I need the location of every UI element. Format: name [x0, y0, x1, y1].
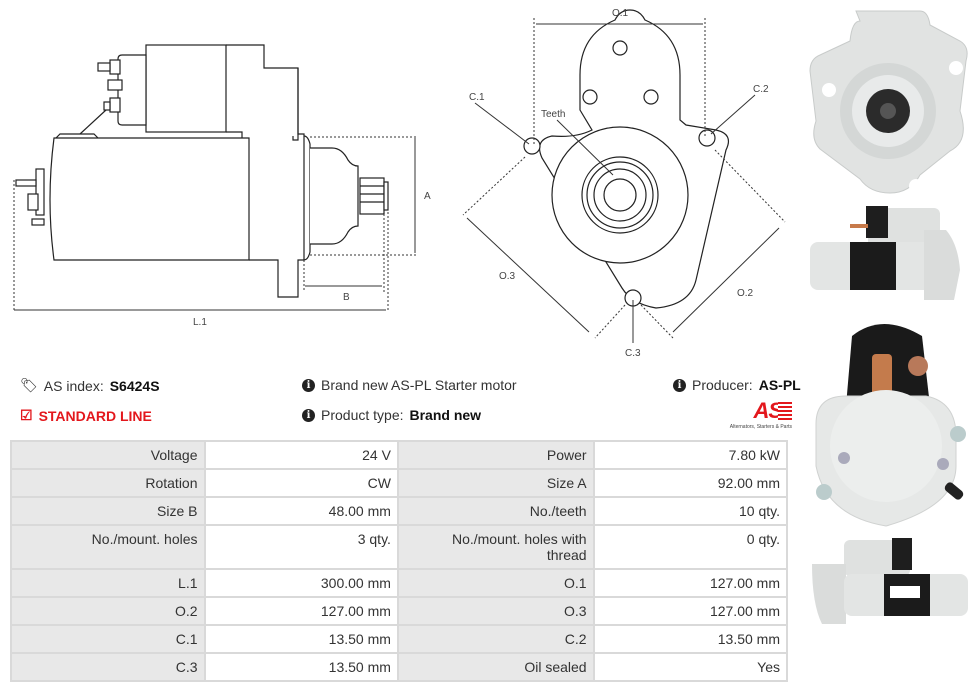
pinion: [359, 177, 385, 215]
table-row: L.1 300.00 mm O.1 127.00 mm: [10, 568, 789, 598]
dim-label-o1: O.1: [612, 8, 629, 19]
spec-value: 10 qty.: [592, 496, 789, 526]
spec-key: O.2: [10, 596, 206, 626]
tags-icon: 🏷: [20, 377, 38, 393]
spec-key: Size B: [10, 496, 206, 526]
solenoid-body: [145, 44, 227, 133]
check-square-icon: ☑: [20, 407, 33, 423]
product-type: i Product type: Brand new: [302, 407, 481, 423]
table-row: Rotation CW Size A 92.00 mm: [10, 468, 789, 498]
info-circle-icon: i: [302, 378, 315, 392]
spec-key: Rotation: [10, 468, 206, 498]
producer: i Producer: AS-PL: [673, 377, 801, 393]
spec-value: 127.00 mm: [592, 596, 789, 626]
spec-key: No./mount. holes: [10, 524, 206, 570]
side-view-drawing: A B L.1: [13, 44, 431, 328]
spec-value: 300.00 mm: [203, 568, 399, 598]
as-index: 🏷 AS index: S6424S: [20, 377, 160, 394]
dim-label-b: B: [343, 292, 350, 303]
product-type-label: Product type:: [321, 407, 404, 423]
spec-key: No./teeth: [396, 496, 595, 526]
motor-body: [49, 137, 250, 261]
table-row: Size B 48.00 mm No./teeth 10 qty.: [10, 496, 789, 526]
as-index-value: S6424S: [109, 377, 160, 394]
spec-key: Oil sealed: [396, 652, 595, 682]
spec-value: 0 qty.: [592, 524, 789, 570]
product-photo-side-right[interactable]: [806, 536, 970, 626]
description: i Brand new AS-PL Starter motor: [302, 377, 517, 393]
logo-tagline: Alternators, Starters & Parts: [729, 424, 792, 430]
producer-label: Producer:: [692, 377, 753, 393]
dim-label-c1: C.1: [469, 92, 485, 103]
as-index-label: AS index:: [43, 377, 104, 394]
standard-line-badge: ☑ STANDARD LINE: [20, 407, 152, 424]
spec-key: C.3: [10, 652, 206, 682]
spec-key: No./mount. holes with thread: [396, 524, 595, 570]
dim-label-c2: C.2: [753, 84, 769, 95]
info-circle-icon: i: [302, 408, 315, 422]
solenoid-cap: [117, 54, 147, 126]
spec-key: O.1: [396, 568, 595, 598]
spec-table: Voltage 24 V Power 7.80 kW Rotation CW S…: [10, 440, 789, 682]
spec-key: O.3: [396, 596, 595, 626]
standard-line-label: STANDARD LINE: [38, 407, 152, 424]
dim-label-l1: L.1: [193, 317, 207, 328]
spec-value: 13.50 mm: [592, 624, 789, 654]
spec-value: 92.00 mm: [592, 468, 789, 498]
spec-value: 127.00 mm: [203, 596, 399, 626]
info-circle-icon: i: [673, 378, 686, 392]
product-photo-side-left[interactable]: [806, 200, 970, 310]
spec-key: C.2: [396, 624, 595, 654]
spec-key: L.1: [10, 568, 206, 598]
table-row: O.2 127.00 mm O.3 127.00 mm: [10, 596, 789, 626]
spec-value: 127.00 mm: [592, 568, 789, 598]
spec-value: 48.00 mm: [203, 496, 399, 526]
as-pl-logo: AS Alternators, Starters & Parts: [712, 398, 792, 432]
spec-key: Voltage: [10, 440, 206, 470]
dim-label-c3: C.3: [625, 348, 641, 359]
product-type-value: Brand new: [409, 407, 482, 423]
table-row: No./mount. holes 3 qty. No./mount. holes…: [10, 524, 789, 570]
table-row: C.1 13.50 mm C.2 13.50 mm: [10, 624, 789, 654]
spec-value: 7.80 kW: [592, 440, 789, 470]
spec-key: Size A: [396, 468, 595, 498]
spec-value: CW: [203, 468, 399, 498]
spec-value: Yes: [592, 652, 789, 682]
dim-label-o2: O.2: [737, 288, 754, 299]
product-photo-rear[interactable]: [806, 316, 970, 528]
spec-value: 24 V: [203, 440, 399, 470]
dim-label-a: A: [424, 191, 431, 202]
spec-value: 13.50 mm: [203, 652, 399, 682]
front-view-drawing: O.1 O.2 O.3 C.1 C.2 C.3 Teeth: [462, 8, 786, 359]
label-teeth: Teeth: [541, 109, 565, 120]
producer-value: AS-PL: [758, 377, 801, 393]
table-row: C.3 13.50 mm Oil sealed Yes: [10, 652, 789, 682]
spec-value: 3 qty.: [203, 524, 399, 570]
description-text: Brand new AS-PL Starter motor: [321, 377, 517, 393]
spec-value: 13.50 mm: [203, 624, 399, 654]
spec-key: C.1: [10, 624, 206, 654]
table-row: Voltage 24 V Power 7.80 kW: [10, 440, 789, 470]
spec-key: Power: [396, 440, 595, 470]
product-photo-front[interactable]: [806, 6, 970, 196]
dim-label-o3: O.3: [499, 271, 516, 282]
